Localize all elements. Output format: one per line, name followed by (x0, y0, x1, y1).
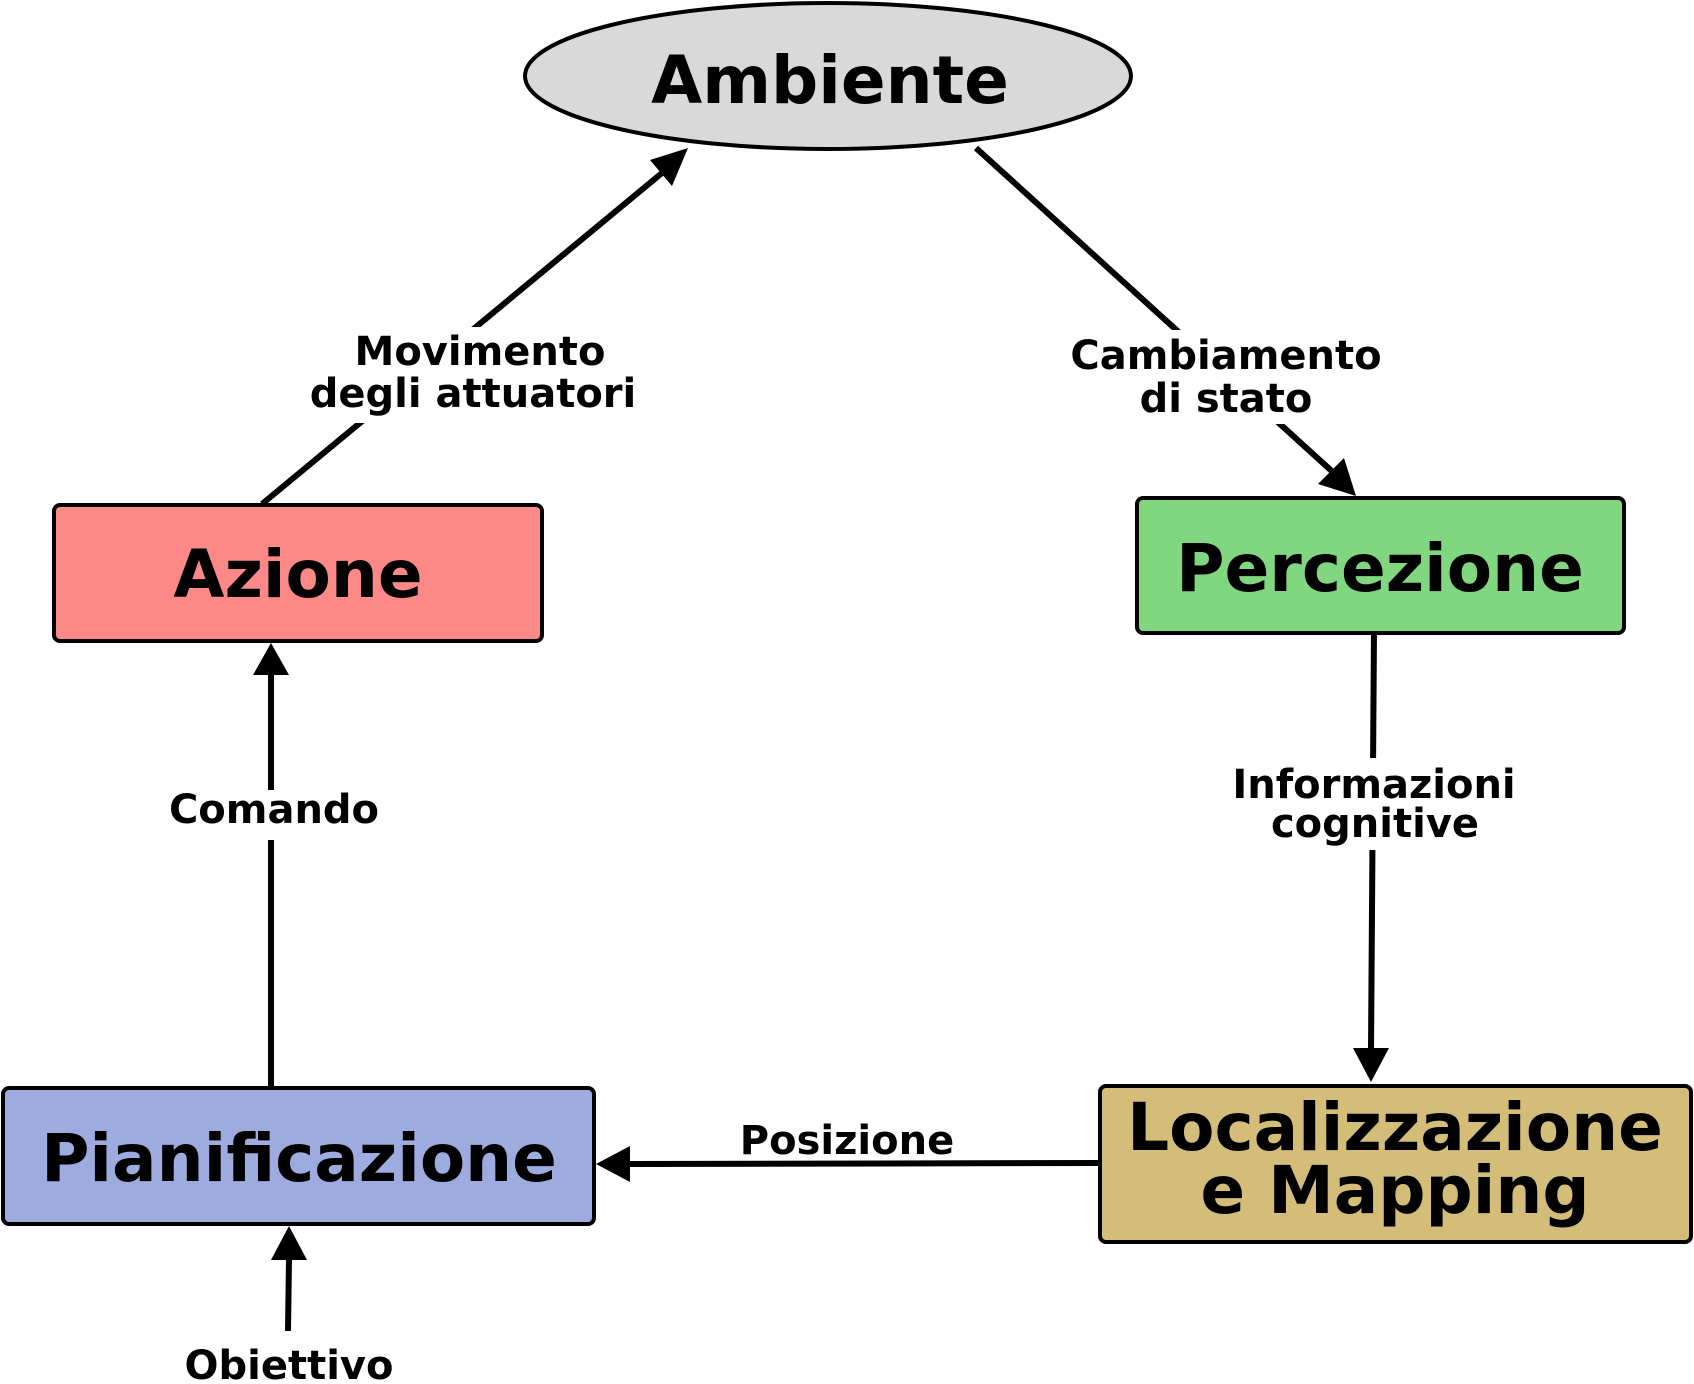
ambiente-ellipse (523, 1, 1133, 151)
edge-cambiamento-label-line1: Cambiamento (1070, 333, 1381, 379)
edge-cambiamento-label-bg (1060, 330, 1390, 424)
edge-cambiamento-arrowhead (1318, 458, 1356, 496)
edge-cambiamento-label-line2: di stato (1140, 376, 1313, 422)
edge-movimento-label-bg (300, 327, 645, 423)
percezione-label: Percezione (1176, 530, 1584, 607)
edge-movimento-label-line2: degli attuatori (310, 371, 636, 417)
edge-obiettivo-arrowhead (271, 1226, 307, 1260)
pianificazione-label: Pianificazione (41, 1120, 557, 1197)
pianificazione-box (1, 1086, 596, 1226)
edge-obiettivo-label: Obiettivo (185, 1343, 394, 1384)
edge-informazioni-label-bg (1218, 758, 1528, 850)
edge-obiettivo: Obiettivo (185, 1226, 394, 1384)
edge-informazioni: Informazioni cognitive (1218, 630, 1528, 1082)
edge-comando-arrowhead (253, 643, 289, 675)
edge-posizione-label: Posizione (740, 1118, 954, 1164)
node-azione: Azione (52, 503, 544, 643)
localizzazione-box (1098, 1084, 1693, 1244)
edge-cambiamento-line (973, 145, 1338, 477)
edge-movimento-arrowhead (650, 148, 688, 186)
edge-comando-label-bg (160, 790, 390, 840)
localizzazione-label-line2: e Mapping (1200, 1152, 1589, 1229)
edge-obiettivo-line (285, 1257, 292, 1332)
azione-label: Azione (173, 536, 422, 613)
percezione-box (1135, 496, 1626, 635)
edge-comando-label: Comando (169, 787, 379, 833)
localizzazione-label-line1: Localizzazione (1127, 1089, 1663, 1166)
edge-informazioni-label-line1: Informazioni (1232, 762, 1515, 808)
node-localizzazione: Localizzazione e Mapping (1098, 1084, 1693, 1244)
node-percezione: Percezione (1135, 496, 1626, 635)
edge-posizione-arrowhead (596, 1146, 630, 1182)
node-pianificazione: Pianificazione (1, 1086, 596, 1226)
edge-posizione-line (625, 1160, 1100, 1167)
edge-cambiamento: Cambiamento di stato (973, 145, 1390, 496)
edge-comando: Comando (160, 643, 390, 1087)
edge-movimento: Movimento degli attuatori (260, 148, 688, 507)
ambiente-label: Ambiente (651, 42, 1009, 119)
azione-box (52, 503, 544, 643)
edge-informazioni-label-line2: cognitive (1271, 801, 1479, 847)
edge-movimento-label-line1: Movimento (355, 329, 606, 375)
node-ambiente: Ambiente (523, 1, 1133, 151)
edge-informazioni-arrowhead (1353, 1048, 1389, 1082)
edge-posizione: Posizione (596, 1118, 1100, 1182)
